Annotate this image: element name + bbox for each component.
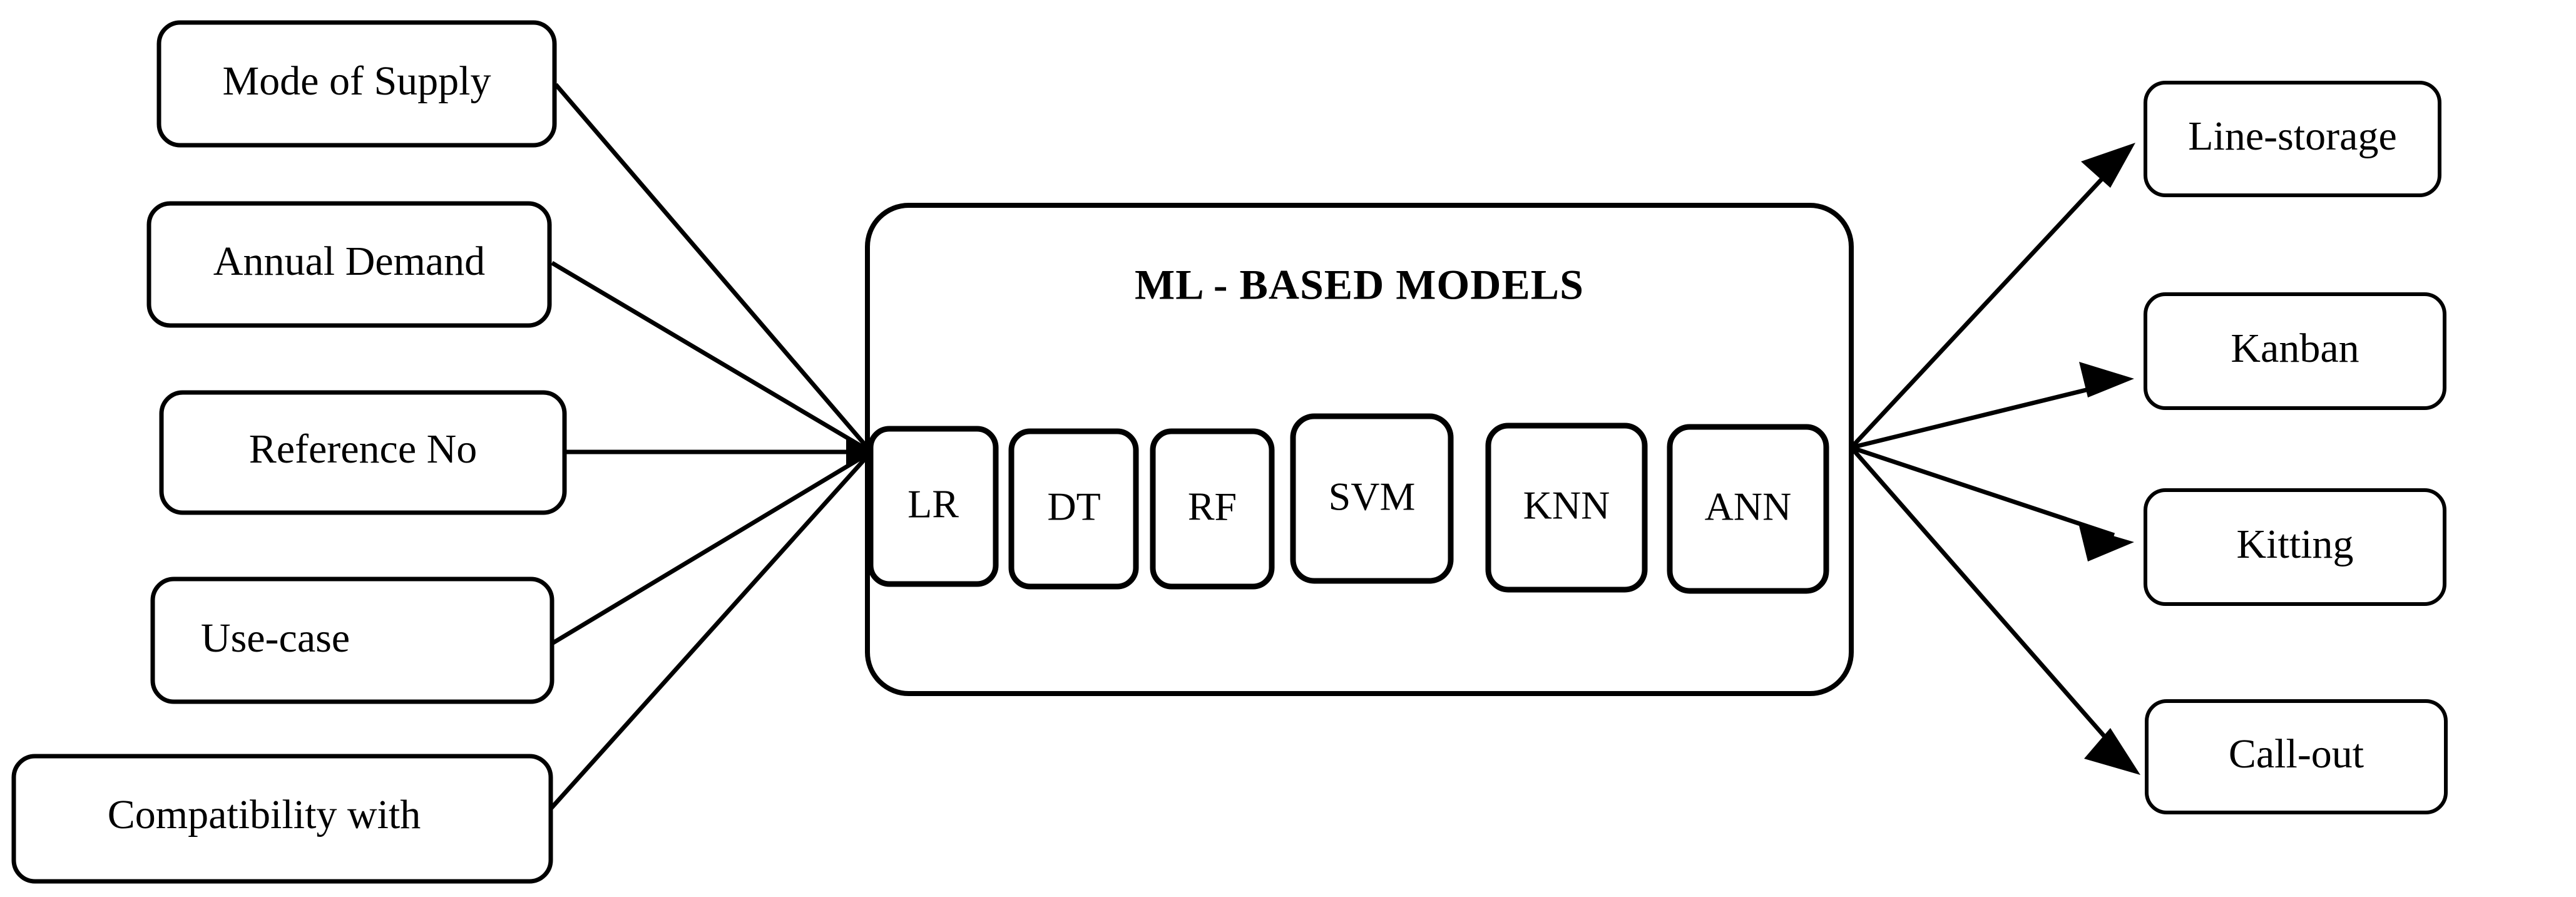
arrowhead-kanban	[2079, 362, 2134, 397]
model-label-dt: DT	[1047, 484, 1100, 529]
connector-compatibility-with	[549, 450, 873, 811]
model-box-svm[interactable]: SVM	[1290, 413, 1454, 584]
model-box-lr[interactable]: LR	[867, 426, 999, 587]
input-box-reference-no[interactable]: Reference No	[159, 390, 567, 515]
model-label-svm: SVM	[1329, 474, 1416, 519]
arrowhead-line-storage	[2081, 143, 2135, 188]
model-boxes: LR DT RF SVM KNN ANN	[867, 413, 1829, 594]
input-label-use-case: Use-case	[201, 615, 350, 661]
connector-kitting	[1850, 445, 2115, 538]
ml-container-title: ML - BASED MODELS	[1135, 261, 1584, 309]
model-rect-rf	[1150, 428, 1275, 590]
model-label-rf: RF	[1188, 484, 1237, 529]
arrowhead-call-out	[2084, 728, 2140, 775]
connector-mode-of-supply	[554, 83, 873, 454]
input-converge-arrowhead	[846, 438, 874, 466]
model-rect-ann	[1667, 424, 1829, 594]
model-rect-svm	[1290, 413, 1454, 584]
output-box-kanban[interactable]: Kanban	[2144, 292, 2446, 410]
input-rect-compatibility-with	[11, 754, 553, 884]
model-box-ann[interactable]: ANN	[1667, 424, 1829, 594]
input-label-annual-demand: Annual Demand	[213, 238, 485, 284]
input-label-mode-of-supply: Mode of Supply	[223, 58, 491, 104]
model-label-lr: LR	[907, 482, 959, 526]
output-connectors	[1849, 143, 2140, 775]
model-rect-lr	[867, 426, 999, 587]
connector-call-out	[1849, 446, 2125, 759]
connector-line-storage	[1849, 155, 2125, 449]
input-rect-annual-demand	[146, 201, 552, 328]
input-box-annual-demand[interactable]: Annual Demand	[146, 201, 552, 328]
connector-annual-demand	[551, 260, 872, 454]
output-rect-kanban	[2144, 292, 2446, 410]
output-box-kitting[interactable]: Kitting	[2144, 488, 2446, 606]
input-label-compatibility-with: Compatibility with	[108, 792, 421, 838]
output-rect-kitting	[2144, 488, 2446, 606]
output-rect-call-out	[2145, 699, 2448, 814]
model-box-dt[interactable]: DT	[1008, 428, 1139, 590]
model-rect-dt	[1008, 428, 1139, 590]
model-box-knn[interactable]: KNN	[1485, 423, 1648, 593]
output-label-kitting: Kitting	[2236, 521, 2353, 567]
input-box-mode-of-supply[interactable]: Mode of Supply	[156, 20, 557, 148]
output-box-call-out[interactable]: Call-out	[2145, 699, 2448, 814]
model-label-ann: ANN	[1705, 484, 1792, 529]
output-boxes: Line-storage Kanban Kitting Call-out	[2144, 81, 2448, 814]
arrowhead-kitting	[2079, 526, 2134, 561]
input-boxes: Mode of Supply Annual Demand Reference N…	[11, 20, 567, 884]
input-box-use-case[interactable]: Use-case	[150, 577, 555, 704]
output-box-line-storage[interactable]: Line-storage	[2144, 81, 2441, 197]
model-label-knn: KNN	[1523, 483, 1610, 528]
model-box-rf[interactable]: RF	[1150, 428, 1275, 590]
connector-kanban	[1851, 381, 2115, 450]
output-rect-line-storage	[2144, 81, 2441, 197]
output-label-kanban: Kanban	[2231, 325, 2359, 371]
model-rect-knn	[1485, 423, 1648, 593]
input-rect-reference-no	[159, 390, 567, 515]
input-box-compatibility-with[interactable]: Compatibility with	[11, 754, 553, 884]
input-label-reference-no: Reference No	[249, 426, 478, 472]
connector-use-case	[551, 449, 872, 646]
input-rect-mode-of-supply	[156, 20, 557, 148]
output-label-call-out: Call-out	[2229, 731, 2364, 777]
input-connectors	[549, 83, 874, 811]
output-label-line-storage: Line-storage	[2188, 113, 2397, 159]
input-rect-use-case	[150, 577, 555, 704]
